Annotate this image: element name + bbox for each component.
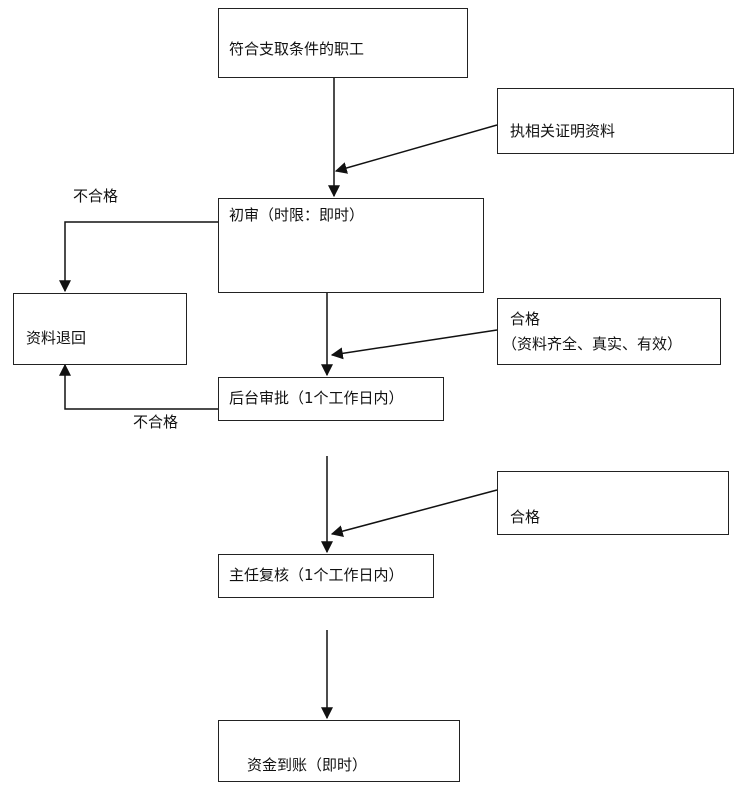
documents-label: 执相关证明资料 — [510, 122, 616, 140]
reject-initial-label: 不合格 — [73, 187, 119, 205]
arrow-backend-reject-to-returned — [59, 363, 218, 410]
director-review-label: 主任复核（1个工作日内） — [229, 566, 404, 584]
qualified-complete-box: 合格 （资料齐全、真实、有效） — [497, 298, 721, 365]
reject-backend-label: 不合格 — [133, 413, 179, 431]
eligible-employee-box: 符合支取条件的职工 — [218, 8, 468, 78]
qualified-complete-detail: （资料齐全、真实、有效） — [502, 335, 683, 353]
arrow-documents-to-initial-review — [334, 124, 498, 174]
director-review-box: 主任复核（1个工作日内） — [218, 554, 434, 598]
qualified-label: 合格 — [510, 508, 541, 526]
initial-review-box: 初审（时限：即时） — [218, 198, 484, 293]
qualified-box: 合格 — [497, 471, 729, 535]
returned-box: 资料退回 — [13, 293, 187, 365]
backend-approval-label: 后台审批（1个工作日内） — [229, 389, 404, 407]
qualified-complete-label: 合格 — [510, 310, 541, 328]
documents-box: 执相关证明资料 — [497, 88, 734, 154]
arrow-qualified-to-director — [330, 489, 498, 538]
arrow-qualified-to-backend — [330, 329, 498, 360]
initial-review-label: 初审（时限：即时） — [229, 206, 365, 224]
funds-credited-box: 资金到账（即时） — [218, 720, 460, 782]
returned-label: 资料退回 — [26, 329, 87, 347]
eligible-employee-label: 符合支取条件的职工 — [229, 40, 365, 58]
arrow-initial-reject-to-returned — [59, 221, 218, 293]
funds-credited-label: 资金到账（即时） — [247, 756, 368, 774]
backend-approval-box: 后台审批（1个工作日内） — [218, 377, 444, 421]
